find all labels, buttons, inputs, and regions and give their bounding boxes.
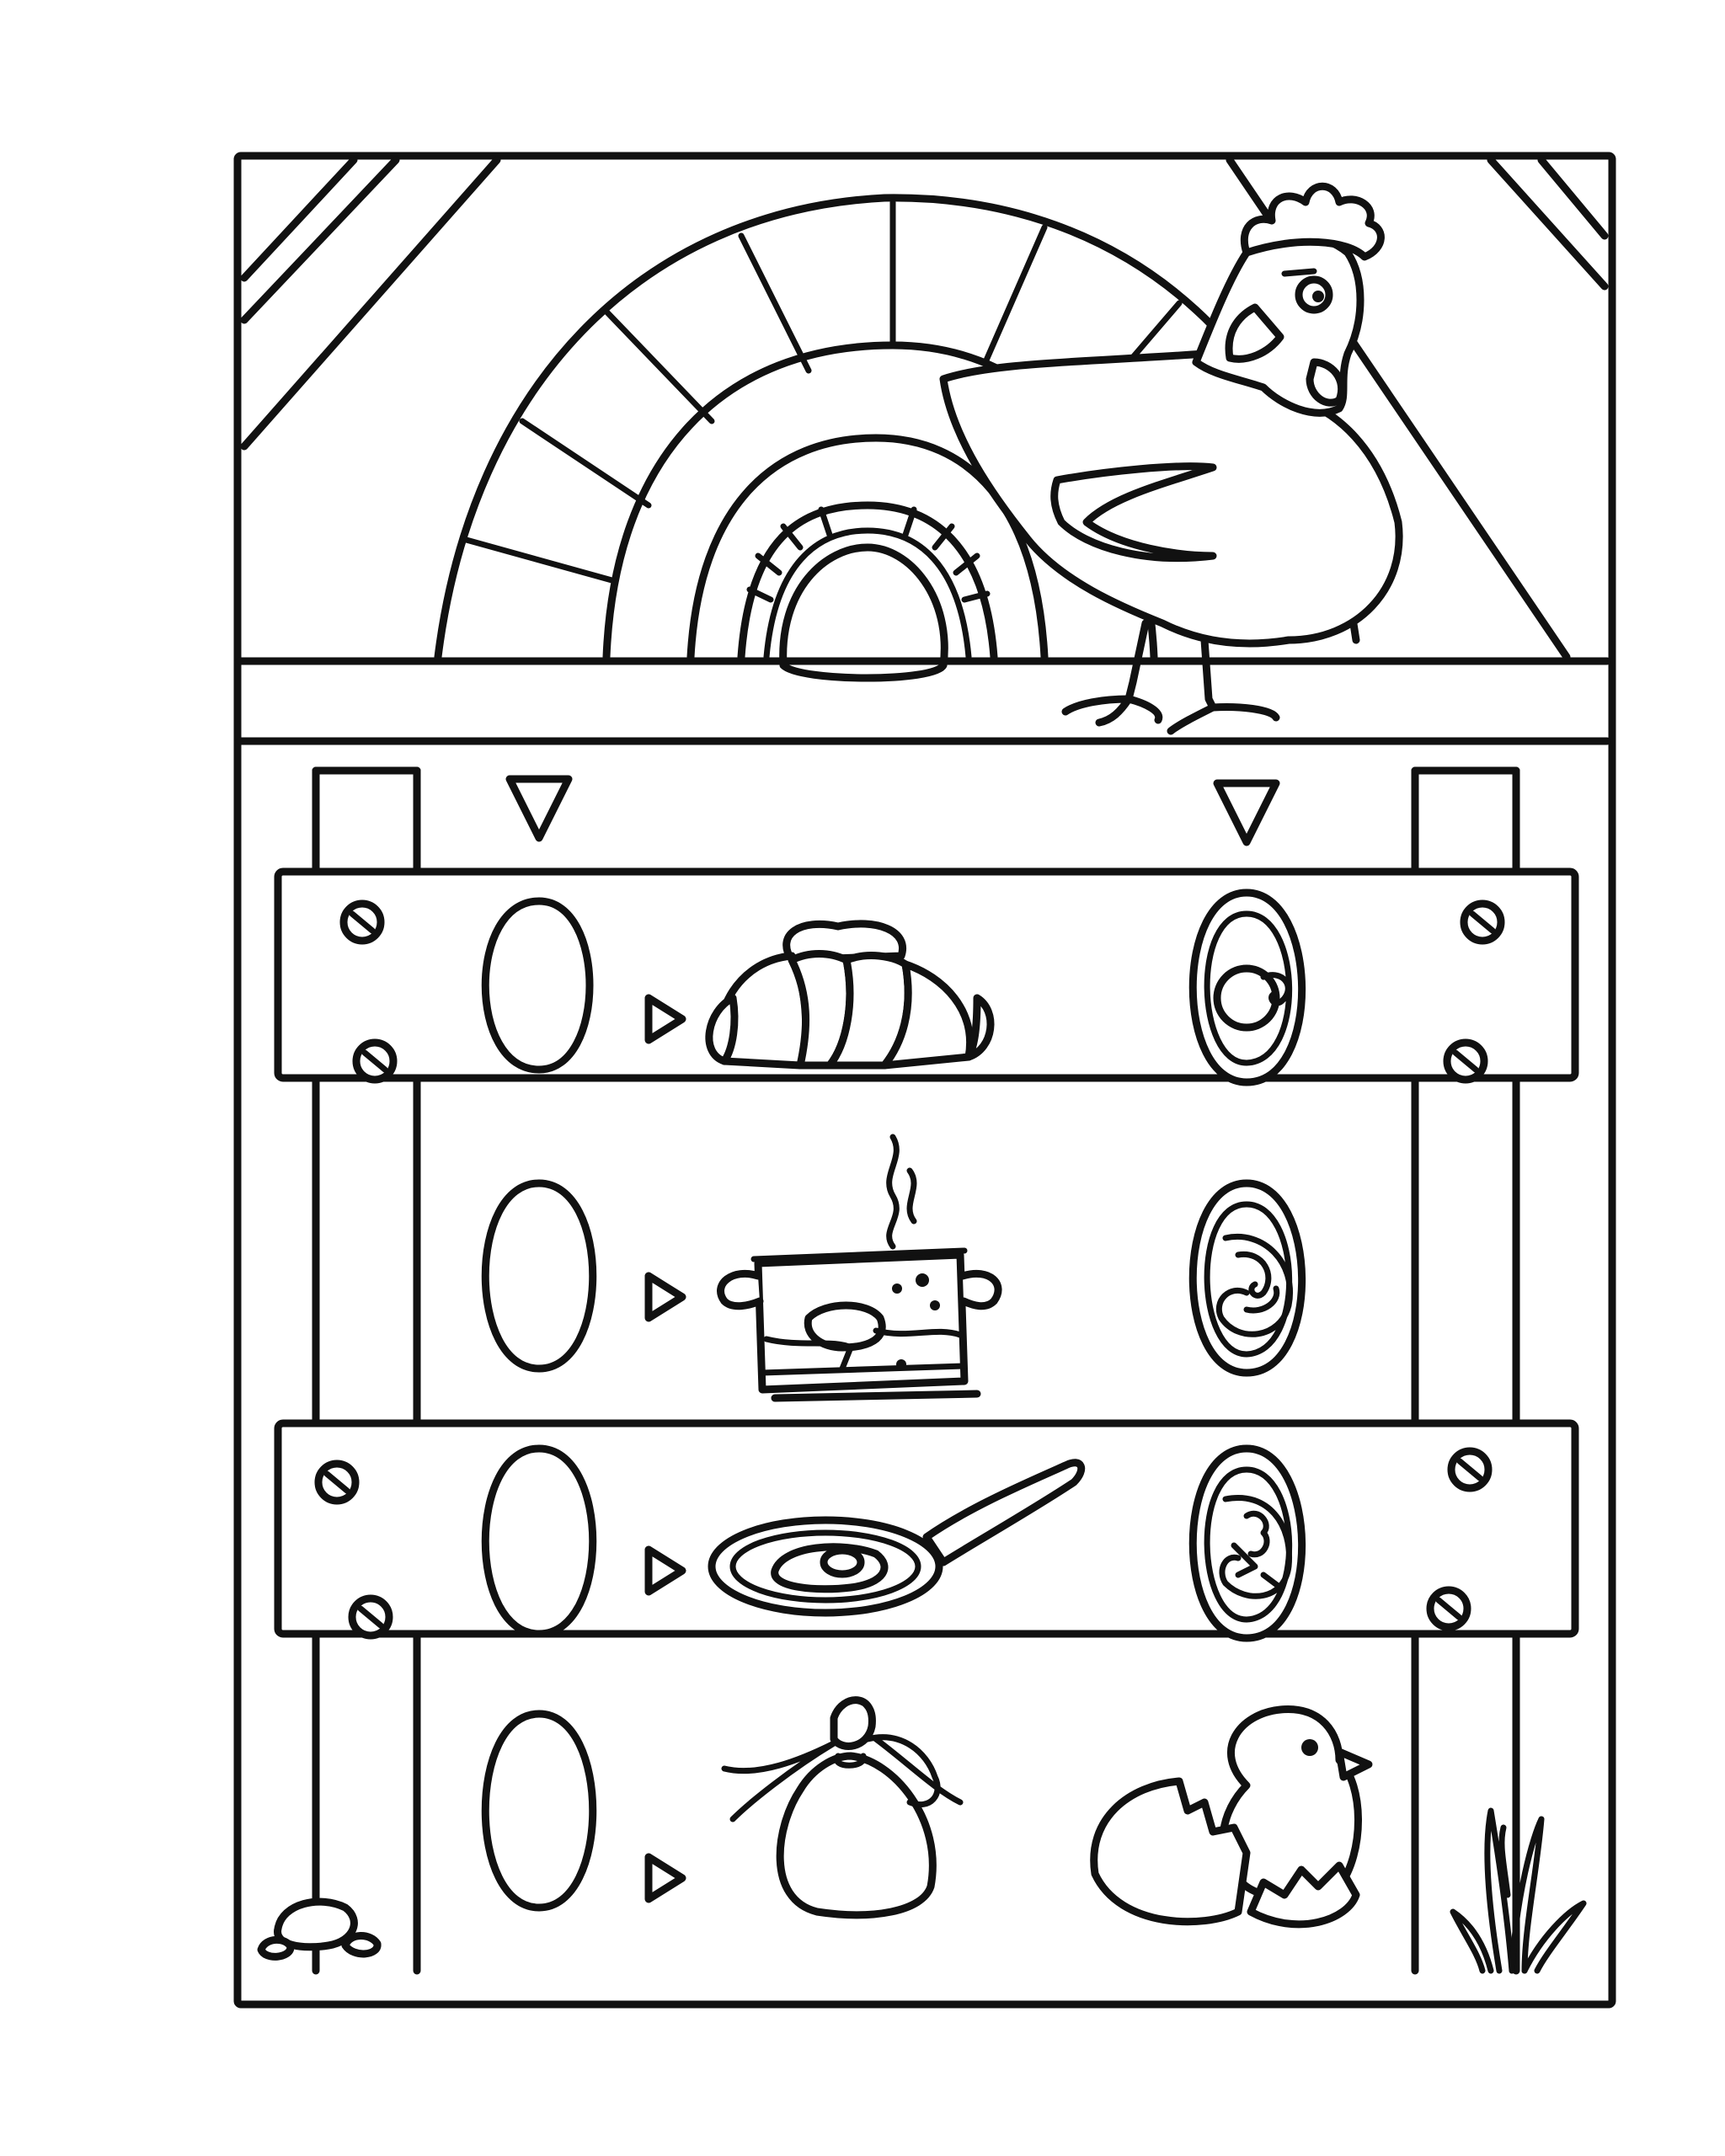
outer-frame [233, 152, 1616, 2009]
egg-outline-icon [481, 897, 594, 1074]
frying-pan-icon [708, 1459, 1086, 1617]
grass-tuft-icon [1450, 1807, 1587, 1974]
start-eggs [481, 897, 597, 1912]
plank-2 [274, 1419, 1579, 1640]
cooking-pot-icon [717, 1134, 1002, 1402]
egg-outline-icon [481, 1710, 597, 1912]
arrows [644, 994, 686, 1903]
hatching-chick-icon [1090, 1705, 1373, 1929]
egg-outline-icon [481, 1444, 597, 1638]
pebbles-icon [257, 1897, 382, 1961]
arrow-right-icon [644, 994, 686, 1044]
egg-outline-icon [481, 1179, 597, 1373]
egg-with-growing-embryo-icon [1188, 1179, 1306, 1377]
wrapped-gift-egg-icon [721, 1696, 964, 1919]
egg-with-small-embryo-icon [1188, 889, 1306, 1086]
bundt-cake-icon [705, 920, 995, 1070]
triangle-down-icon [505, 775, 573, 842]
egg-with-chick-embryo-icon [1188, 1444, 1306, 1642]
arrow-right-icon [644, 1272, 686, 1322]
hen [939, 182, 1403, 735]
arrow-right-icon [644, 1853, 686, 1903]
top-shelf [236, 657, 1611, 745]
arrow-right-icon [644, 1545, 686, 1596]
triangle-down-icon [1213, 779, 1280, 846]
